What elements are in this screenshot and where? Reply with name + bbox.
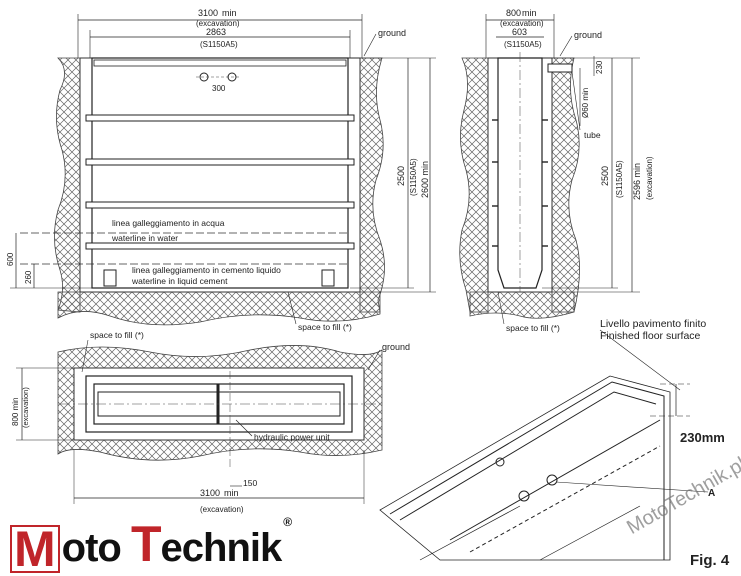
side-width-exc: 800 (506, 8, 521, 18)
side-tube-label: tube (584, 130, 601, 140)
side-soil-bottom (469, 291, 575, 319)
front-tank-top (93, 59, 347, 67)
front-width-exc-min: min (222, 8, 237, 18)
iso-hole-a (546, 474, 558, 486)
dim-230mm: 230mm (680, 430, 725, 445)
front-rib-2 (85, 158, 355, 166)
side-width-exc-min: min (522, 8, 537, 18)
logo-m: M (10, 524, 60, 574)
iso-view (379, 329, 709, 561)
side-soil-left (459, 57, 489, 313)
front-width-exc-sub: (excavation) (196, 19, 240, 28)
plan-view: space to fill (*) ground 800 min (excava… (11, 330, 410, 514)
front-width-inner: 2863 (206, 27, 226, 37)
front-tank (91, 57, 349, 289)
side-height-inner: 2500 (600, 166, 610, 186)
plan-d150: 150 (243, 478, 257, 488)
side-d230: 230 (595, 60, 604, 74)
front-width-inner-sub: (S1150A5) (200, 40, 238, 49)
side-tabs (492, 119, 548, 247)
front-foot-left (103, 269, 117, 287)
side-height-exc: 2596 min (632, 163, 642, 200)
front-height-inner-sub: (S1150A5) (409, 158, 418, 196)
front-ground-label: ground (378, 28, 406, 38)
side-tube-dia: Ø60 min (581, 88, 590, 118)
side-height-inner-sub: (S1150A5) (615, 160, 624, 198)
livello-it: Livello pavimento finito (600, 318, 707, 330)
front-rib-4 (85, 242, 355, 250)
waterline-it: linea galleggiamento in acqua (112, 218, 225, 228)
logo-registered: ® (283, 515, 293, 529)
front-soil-left (54, 57, 81, 313)
floor-surface-label: Livello pavimento finito Finished floor … (600, 318, 706, 342)
side-width-inner-sub: (S1150A5) (504, 40, 542, 49)
plan-width-exc: 800 min (11, 398, 20, 426)
front-rib-3 (85, 201, 355, 209)
label-a: A (708, 488, 716, 499)
figure-label: Fig. 4 (690, 552, 730, 569)
plan-ground-label: ground (382, 342, 410, 352)
livello-en: Finished floor surface (600, 330, 701, 342)
front-space-fill: space to fill (*) (298, 322, 352, 332)
hydraulic-label: hydraulic power unit (254, 432, 330, 442)
logo-text: oto Technik (61, 516, 283, 572)
side-space-fill: space to fill (*) (506, 323, 560, 333)
front-foot-right (321, 269, 335, 287)
side-height-exc-sub: (excavation) (645, 156, 654, 200)
iso-hole-c (495, 457, 505, 467)
front-width-exc: 3100 (198, 8, 218, 18)
mototechnik-logo: M oto Technik ® (10, 515, 293, 574)
front-soil-bottom (57, 291, 381, 326)
hole-spacing-label: 300 (212, 84, 226, 93)
front-h260: 260 (24, 270, 33, 284)
side-width-inner: 603 (512, 27, 527, 37)
iso-hole-b (518, 490, 530, 502)
side-tube (547, 63, 573, 73)
side-ground-label: ground (574, 30, 602, 40)
cement-en: waterline in liquid cement (131, 276, 228, 286)
plan-length-exc-min: min (224, 488, 239, 498)
plan-length-exc-sub: (excavation) (200, 505, 244, 514)
front-height-inner: 2500 (396, 166, 406, 186)
plan-length-exc: 3100 (200, 488, 220, 498)
front-rib-1 (85, 114, 355, 122)
side-soil-right (551, 57, 580, 313)
front-soil-right (359, 57, 385, 313)
front-view: 300 linea galleggiamento in acqua waterl… (6, 8, 436, 332)
plan-width-exc-sub: (excavation) (21, 387, 30, 428)
side-width-exc-sub: (excavation) (500, 19, 544, 28)
plan-space-fill: space to fill (*) (90, 330, 144, 340)
cement-it: linea galleggiamento in cemento liquido (132, 265, 281, 275)
front-height-exc: 2600 min (420, 161, 430, 198)
waterline-en: waterline in water (111, 233, 178, 243)
side-view: 230 Ø60 min tube 800 min (excavation) 60… (459, 8, 654, 333)
front-h600: 600 (6, 252, 15, 266)
